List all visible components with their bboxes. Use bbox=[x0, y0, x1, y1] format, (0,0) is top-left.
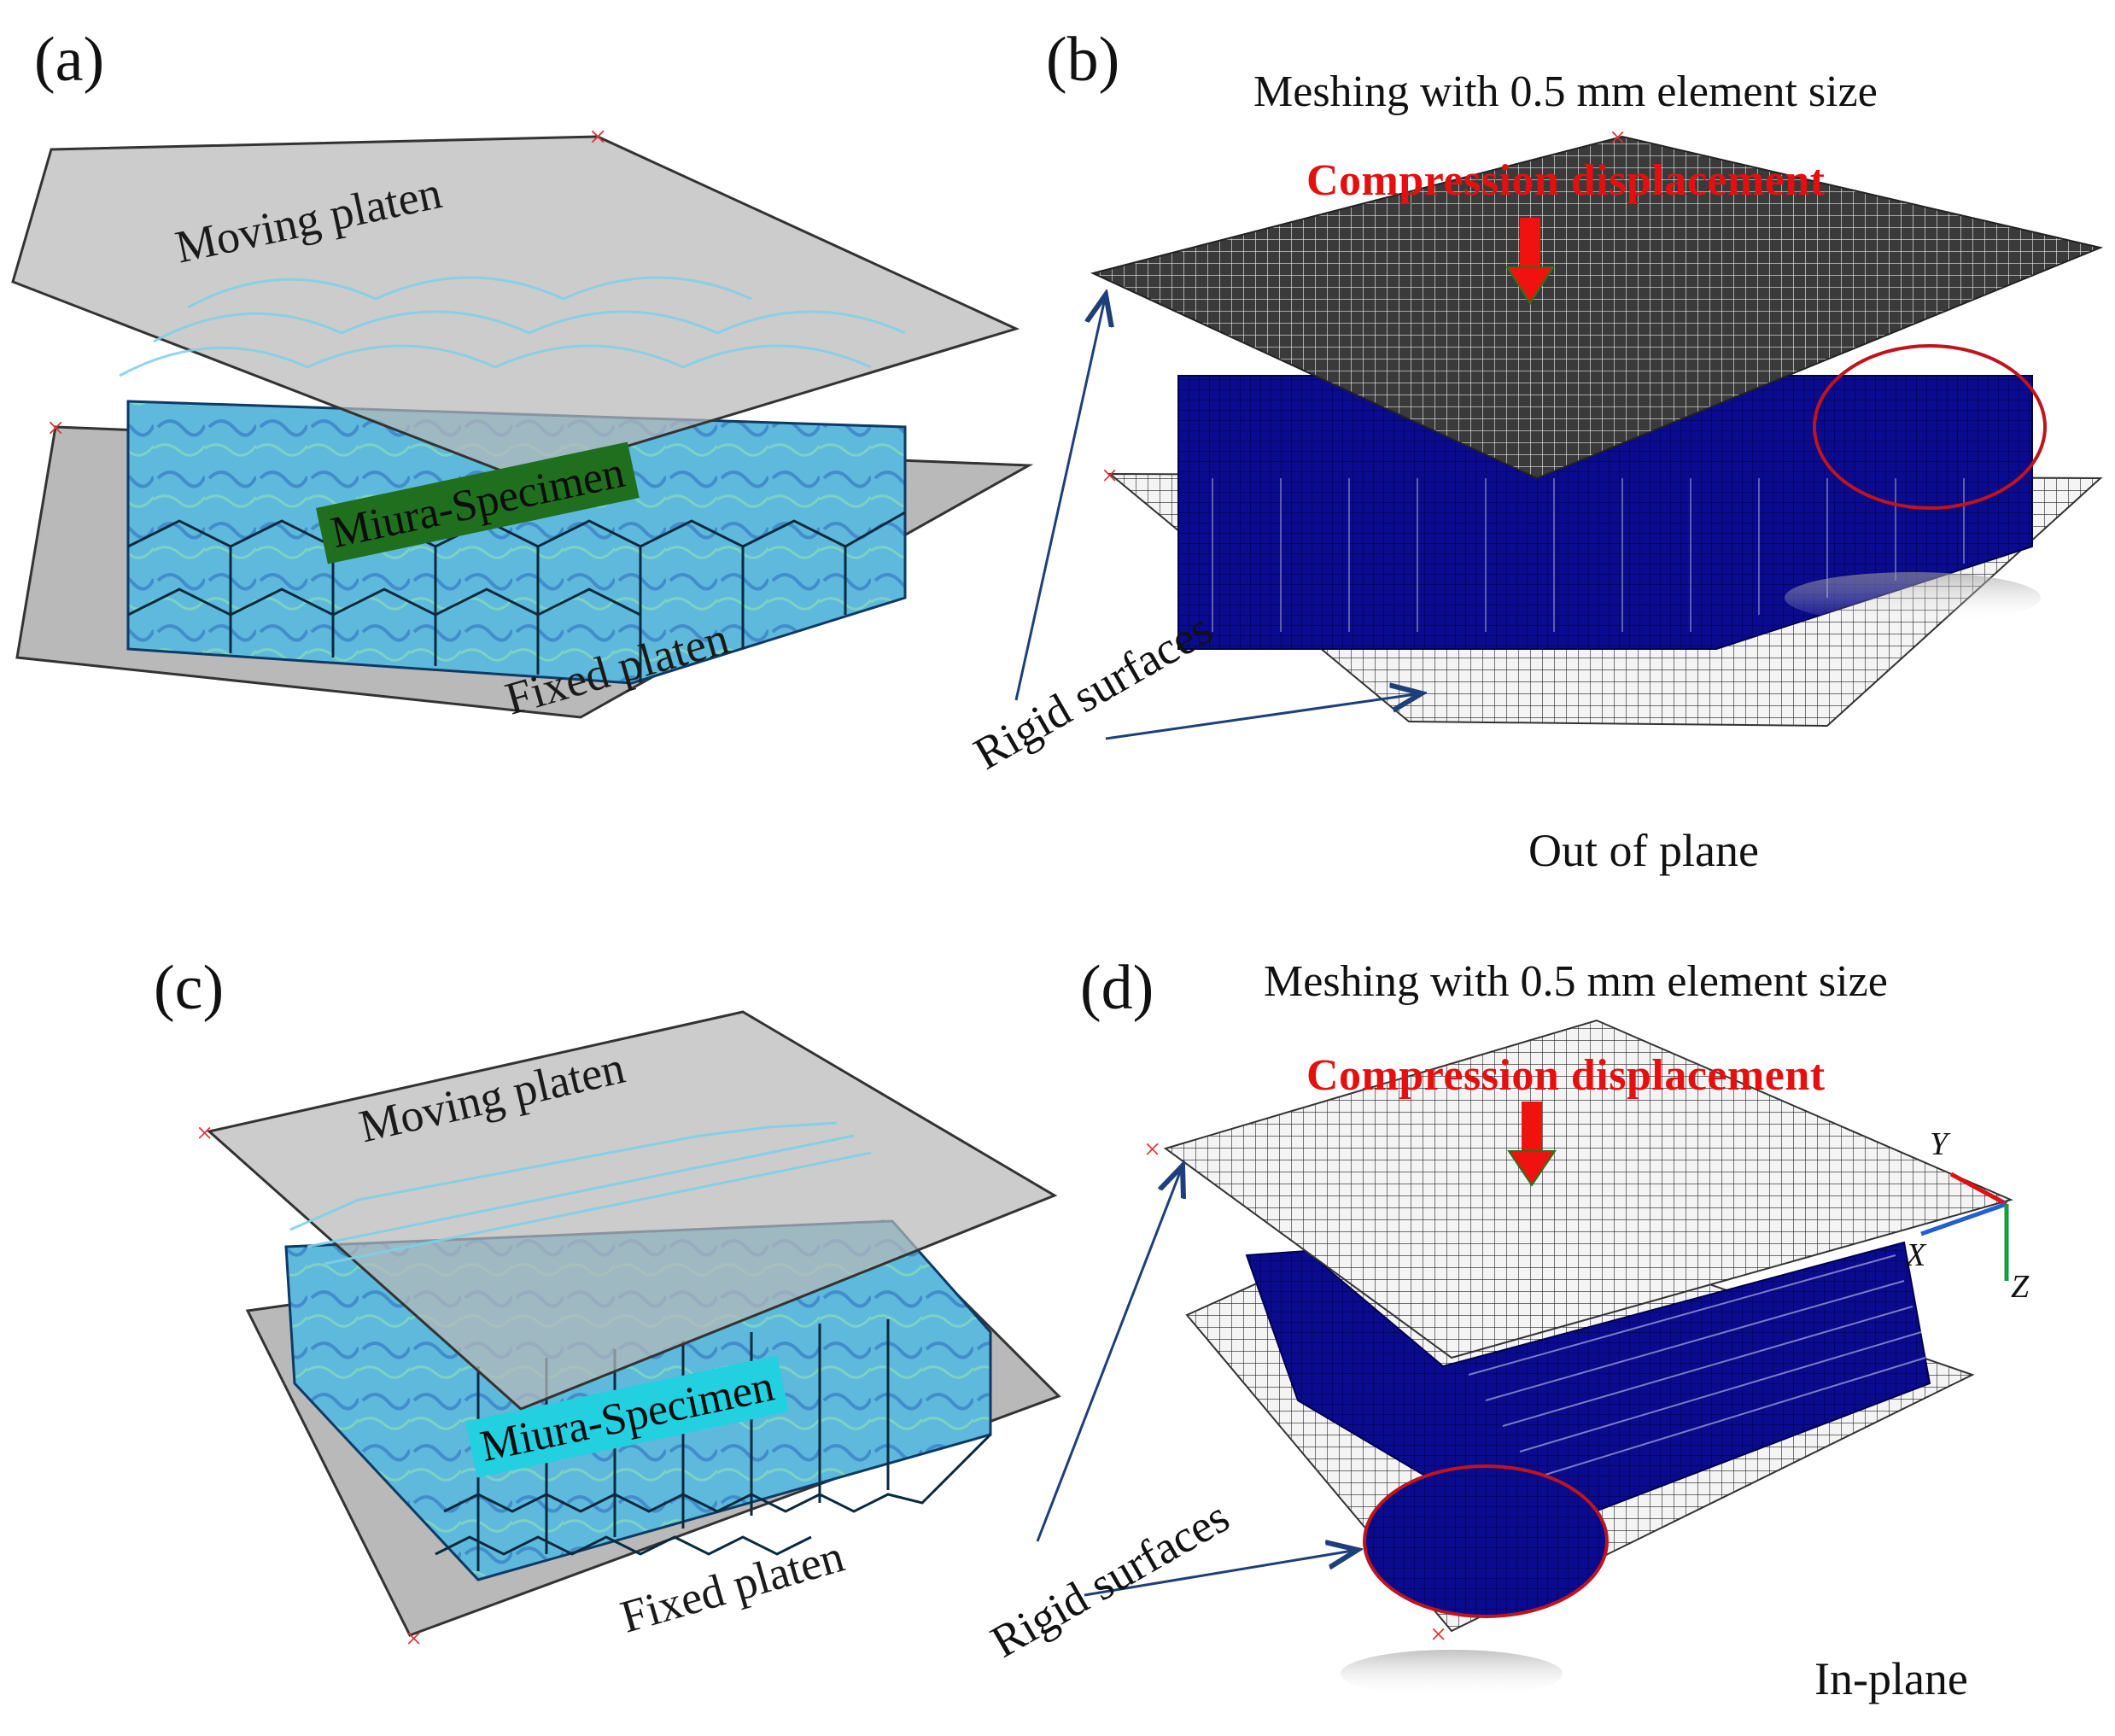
panel-d-load-arrow-shaft bbox=[1522, 1102, 1542, 1153]
panel-b-load-label: Compression displacement bbox=[1306, 156, 1826, 205]
panel-b-corner-mark-2: × bbox=[1101, 460, 1118, 492]
axis-x-line bbox=[1920, 1201, 2007, 1236]
panel-a-specimen-front bbox=[126, 400, 907, 685]
axis-x-label: X bbox=[1906, 1237, 1926, 1273]
panel-d-corner-mark-2: × bbox=[1430, 1619, 1446, 1651]
panel-b-highlight-ring bbox=[1813, 344, 2047, 510]
panel-d-rigid-arrow-top bbox=[1036, 1166, 1183, 1542]
panel-b-specimen-cells bbox=[1212, 478, 1965, 632]
panel-c-corner-mark-1: × bbox=[196, 1118, 213, 1149]
panel-a-specimen-folds bbox=[127, 511, 906, 683]
panel-d-drawing: × × bbox=[1036, 1019, 2013, 1698]
panel-d-axis-triad bbox=[1920, 1172, 2009, 1281]
panel-a-corner-mark-1: × bbox=[589, 120, 606, 154]
panel-b-caption: Out of plane bbox=[1528, 825, 1759, 876]
panel-b-mesh-title: Meshing with 0.5 mm element size bbox=[1253, 67, 1878, 116]
panel-b-shadow bbox=[1785, 572, 2041, 623]
panel-d-corner-mark-1: × bbox=[1144, 1134, 1160, 1166]
axis-y-line bbox=[1949, 1172, 2008, 1207]
panel-d-highlight-ring bbox=[1363, 1464, 1609, 1618]
panel-d-moving-platen-mesh bbox=[1163, 1019, 2013, 1359]
panel-c-drawing: × × bbox=[196, 1010, 1061, 1655]
axis-y-label: Y bbox=[1930, 1126, 1948, 1162]
panel-b-drawing: × × bbox=[1014, 122, 2104, 740]
panel-d-load-arrow-head bbox=[1507, 1150, 1557, 1187]
panel-c-corner-mark-2: × bbox=[406, 1623, 422, 1655]
panel-d-specimen-strips bbox=[1468, 1254, 1926, 1478]
panel-a-drawing: × × bbox=[11, 120, 1034, 719]
panel-c-moving-platen bbox=[206, 1010, 1058, 1411]
panel-b-rigid-arrow-bottom bbox=[1105, 693, 1422, 740]
panel-a-specimen-top-ribs bbox=[119, 276, 906, 377]
panel-b-rigid-arrow-top bbox=[1014, 295, 1106, 701]
panel-b-load-arrow-head bbox=[1505, 266, 1555, 305]
panel-b-corner-mark-1: × bbox=[1610, 122, 1626, 154]
panel-d-load-label: Compression displacement bbox=[1306, 1051, 1826, 1100]
panel-a-corner-mark-2: × bbox=[47, 411, 64, 445]
panel-c-label: (c) bbox=[154, 953, 225, 1023]
panel-b-moving-platen-mesh bbox=[1090, 135, 2104, 480]
panel-a-label: (a) bbox=[34, 25, 105, 95]
panel-b-label: (b) bbox=[1046, 25, 1120, 95]
panel-d-specimen-mesh bbox=[1245, 1241, 1931, 1539]
panel-d-label: (d) bbox=[1080, 953, 1154, 1023]
axis-z-label: Z bbox=[2011, 1269, 2030, 1305]
panel-a-moving-platen bbox=[11, 135, 1020, 480]
panel-d-shadow bbox=[1341, 1650, 1563, 1698]
panel-b-load-arrow-shaft bbox=[1520, 218, 1540, 269]
panel-d-caption: In-plane bbox=[1814, 1653, 1968, 1704]
panel-d-mesh-title: Meshing with 0.5 mm element size bbox=[1264, 957, 1888, 1006]
panel-d-rigid-arrow-bottom bbox=[1084, 1550, 1358, 1597]
panel-c-specimen-top-fins bbox=[289, 1121, 872, 1265]
